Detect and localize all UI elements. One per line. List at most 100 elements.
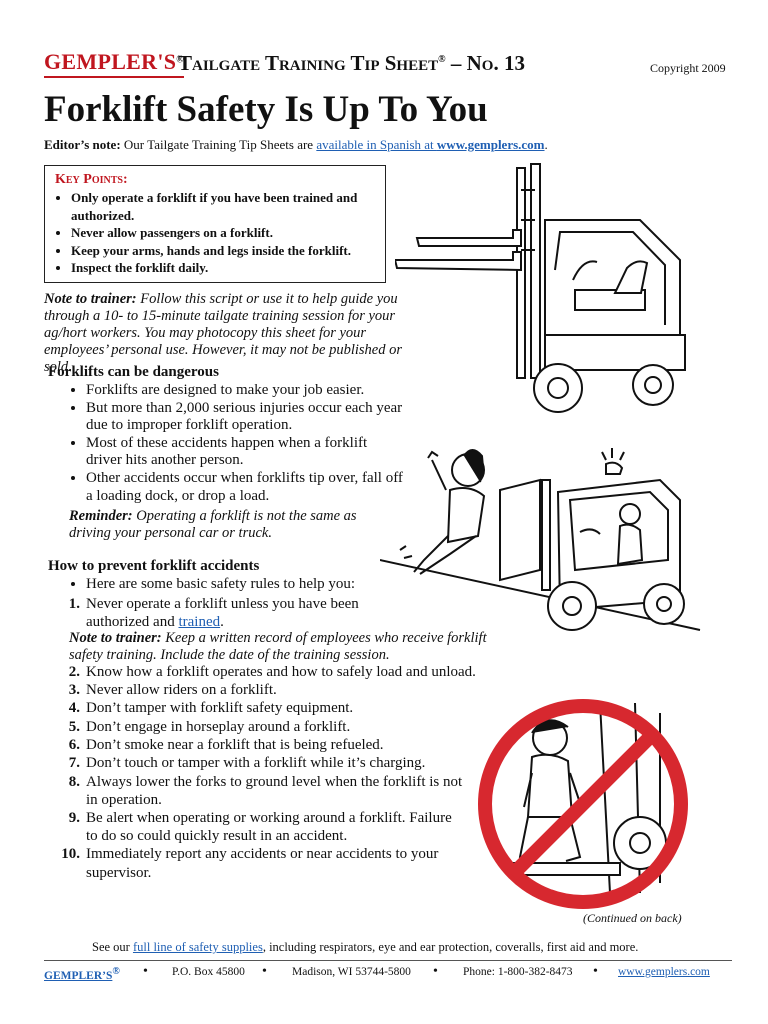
logo-registered-mark: ®: [176, 54, 184, 66]
series-title-text: Tailgate Training Tip Sheet: [178, 51, 439, 75]
rule-1: 1. Never operate a forklift unless you ha…: [54, 595, 394, 631]
danger-list: Forklifts are designed to make your job …: [66, 382, 406, 505]
key-point: Never allow passengers on a forklift.: [71, 224, 375, 242]
rule-text: Know how a forklift operates and how to …: [86, 664, 476, 680]
rule-text: Don’t tamper with forklift safety equipm…: [86, 700, 354, 717]
footer-divider: [44, 960, 732, 961]
rule-item: 10. Immediately report any accidents or n…: [54, 845, 464, 881]
reminder-text: Operating a forklift is not the same as …: [69, 508, 357, 541]
rule-number: 3.: [68, 682, 80, 699]
safety-supplies-link[interactable]: full line of safety supplies: [132, 940, 263, 954]
copyright: Copyright 2009: [650, 61, 726, 75]
rule-item: 8. Always lower the forks to ground level…: [54, 773, 464, 809]
rule-number: 5.: [68, 719, 80, 735]
spanish-link[interactable]: available in Spanish at www.gemplers.com: [316, 137, 544, 152]
trainer-note-2-text: Keep a written record of employees who r…: [69, 630, 487, 663]
footer-brand-mark: ®: [112, 966, 120, 977]
trainer-note-1: Note to trainer: Follow this script or u…: [44, 291, 424, 376]
rules-5-10: 5. Don’t engage in horseplay around a for…: [54, 718, 464, 882]
footer-bullet: •: [143, 964, 148, 979]
trained-link[interactable]: trained: [178, 614, 221, 631]
rule-number: 6.: [68, 737, 80, 754]
footer-po-box: P.O. Box 45800: [172, 966, 245, 978]
key-point: Keep your arms, hands and legs inside th…: [71, 242, 375, 260]
rule-number: 8.: [68, 773, 80, 790]
rules-list-a: 2. Know how a forklift operates and how t…: [54, 663, 524, 718]
footer-city: Madison, WI 53744-5800: [292, 966, 411, 978]
rule-text: Immediately report any accidents or near…: [86, 846, 439, 881]
reminder-label: Reminder:: [69, 508, 133, 524]
trainer-note-label: Note to trainer:: [44, 291, 137, 307]
reminder: Reminder: Operating a forklift is not th…: [69, 508, 369, 542]
logo-text: GEMPLER'S: [44, 49, 177, 74]
rule-1-list: 1. Never operate a forklift unless you ha…: [54, 595, 394, 631]
footer-bullet: •: [593, 964, 598, 979]
rule-text: Don’t touch or tamper with a forklift wh…: [86, 755, 426, 772]
forklift-illustration: [395, 163, 686, 413]
rule-text: Never operate a forklift unless you have…: [86, 596, 359, 631]
danger-item: Other accidents occur when forklifts tip…: [86, 470, 406, 505]
series-title: Tailgate Training Tip Sheet® – No. 13: [178, 51, 525, 76]
rule-number: 10.: [61, 846, 80, 863]
see-our-line: See our full line of safety supplies, in…: [92, 940, 638, 955]
editor-note-end: .: [544, 137, 548, 152]
rule-item: 1. Never operate a forklift unless you ha…: [54, 595, 394, 631]
footer-brand[interactable]: GEMPLER’S®: [44, 966, 120, 982]
key-points-box: Key Points: Only operate a forklift if y…: [44, 165, 386, 283]
series-number: – No. 13: [450, 51, 525, 75]
key-points-list: Only operate a forklift if you have been…: [55, 189, 375, 277]
rule-item: 3. Never allow riders on a forklift.: [54, 681, 524, 699]
rule-1-end: .: [220, 614, 224, 631]
section-dangerous-body: Forklifts are designed to make your job …: [66, 382, 406, 505]
footer-phone: Phone: 1-800-382-8473: [463, 966, 573, 978]
rule-item: 6. Don’t smoke near a forklift that is be…: [54, 736, 464, 754]
prevent-intro-wrap: Here are some basic safety rules to help…: [66, 576, 406, 594]
footer-bullet: •: [433, 964, 438, 979]
key-point: Only operate a forklift if you have been…: [71, 189, 375, 224]
footer-website-link[interactable]: www.gemplers.com: [618, 966, 710, 978]
rule-number: 7.: [68, 755, 80, 772]
see-our-post: , including respirators, eye and ear pro…: [262, 940, 639, 954]
trainer-note-2: Note to trainer: Keep a written record o…: [69, 630, 489, 664]
forklift-pedestrian-illustration: [380, 448, 701, 631]
continued-on-back: (Continued on back): [583, 911, 682, 925]
danger-item: Forklifts are designed to make your job …: [86, 382, 406, 400]
rule-text: Don’t engage in horseplay around a forkl…: [86, 719, 351, 735]
editor-note: Editor’s note: Our Tailgate Training Tip…: [44, 137, 548, 153]
series-registered-mark: ®: [438, 54, 446, 65]
footer-bullet: •: [262, 964, 267, 979]
rule-number: 9.: [68, 810, 80, 827]
rule-number: 2.: [68, 664, 80, 680]
section-heading-dangerous: Forklifts can be dangerous: [48, 364, 219, 380]
prevent-intro: Here are some basic safety rules to help…: [86, 576, 406, 594]
rules-list-b: 5. Don’t engage in horseplay around a for…: [54, 718, 464, 882]
rule-item: 5. Don’t engage in horseplay around a for…: [54, 718, 464, 736]
danger-item: But more than 2,000 serious injuries occ…: [86, 400, 406, 435]
rule-item: 9. Be alert when operating or working aro…: [54, 809, 464, 845]
page-title: Forklift Safety Is Up To You: [44, 89, 488, 130]
rule-text: Don’t smoke near a forklift that is bein…: [86, 737, 384, 754]
gemplers-logo: GEMPLER'S®: [44, 49, 184, 78]
rule-text: Always lower the forks to ground level w…: [86, 773, 463, 808]
trainer-note-2-label: Note to trainer:: [69, 630, 162, 646]
spanish-link-text: available in Spanish at: [316, 137, 437, 152]
rule-text: Never allow riders on a forklift.: [86, 682, 277, 699]
spanish-link-url: www.gemplers.com: [436, 137, 545, 152]
editor-note-label: Editor’s note:: [44, 137, 121, 152]
key-points-title: Key Points:: [55, 172, 128, 187]
rule-item: 7. Don’t touch or tamper with a forklift …: [54, 754, 464, 772]
see-our-pre: See our: [92, 940, 133, 954]
rule-item: 2. Know how a forklift operates and how t…: [54, 663, 524, 681]
no-riders-illustration: [478, 699, 688, 909]
rule-number: 4.: [68, 700, 80, 717]
rule-item: 4. Don’t tamper with forklift safety equi…: [54, 699, 524, 717]
prevent-intro-list: Here are some basic safety rules to help…: [66, 576, 406, 594]
editor-note-text: Our Tailgate Training Tip Sheets are: [120, 137, 317, 152]
section-heading-prevent: How to prevent forklift accidents: [48, 558, 260, 574]
rules-2-4: 2. Know how a forklift operates and how t…: [54, 663, 524, 718]
key-point: Inspect the forklift daily.: [71, 259, 375, 277]
trainer-note-text: Follow this script or use it to help gui…: [44, 291, 403, 375]
rule-number: 1.: [68, 596, 80, 612]
danger-item: Most of these accidents happen when a fo…: [86, 435, 406, 470]
rule-text: Be alert when operating or working aroun…: [86, 810, 452, 845]
